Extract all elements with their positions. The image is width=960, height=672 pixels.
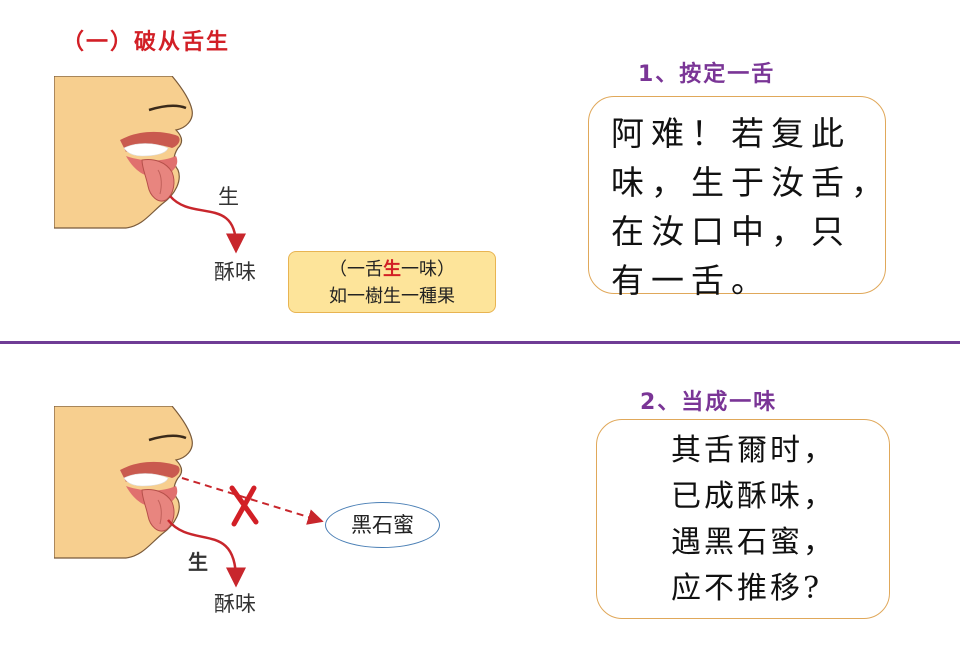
result-label-top: 酥味: [214, 260, 256, 284]
note-line-2: 如一樹生一種果: [329, 286, 455, 307]
subtitle-one: 1、按定一舌: [638, 62, 776, 87]
face-tongue-illustration-bottom: [54, 406, 193, 559]
quote-top-line-3: 在汝口中，只: [611, 212, 851, 251]
quote-box-top: 阿难！若复此 味，生于汝舌， 在汝口中，只 有一舌。: [588, 96, 891, 300]
arrow-label-sheng-bottom: 生: [188, 550, 208, 574]
quote-top-line-4: 有一舌。: [611, 261, 771, 300]
quote-top-line-1: 阿难！若复此: [611, 114, 851, 153]
quote-bottom-line-3: 遇黑石蜜，: [671, 525, 836, 560]
arrow-tongue-to-taste-top: [169, 195, 246, 254]
note-line-1-post: 一味）: [401, 259, 455, 280]
note-line-1-highlight: 生: [383, 259, 401, 280]
subtitle-two: 2、当成一味: [640, 390, 778, 415]
quote-box-bottom: 其舌爾时， 已成酥味， 遇黑石蜜， 应不推移?: [596, 419, 890, 619]
arrow-label-sheng-top: 生: [218, 185, 239, 209]
arrow-tongue-to-taste-bottom: [167, 519, 246, 588]
section-divider: [0, 341, 960, 344]
section-title: （一）破从舌生: [62, 30, 231, 55]
result-label-bottom: 酥味: [214, 592, 256, 616]
quote-bottom-line-2: 已成酥味，: [671, 479, 836, 514]
quote-top-line-2: 味，生于汝舌，: [611, 163, 891, 202]
cross-mark-icon: [229, 485, 259, 527]
quote-bottom-line-4: 应不推移?: [671, 571, 823, 606]
note-box: （一舌生一味） 如一樹生一種果: [288, 251, 496, 313]
note-line-1-pre: （一舌: [329, 259, 383, 280]
quote-bottom-line-1: 其舌爾时，: [671, 433, 836, 468]
face-tongue-illustration-top: [54, 76, 193, 229]
note-line-1: （一舌生一味）: [289, 256, 495, 283]
honey-ellipse: 黑石蜜: [325, 502, 440, 548]
